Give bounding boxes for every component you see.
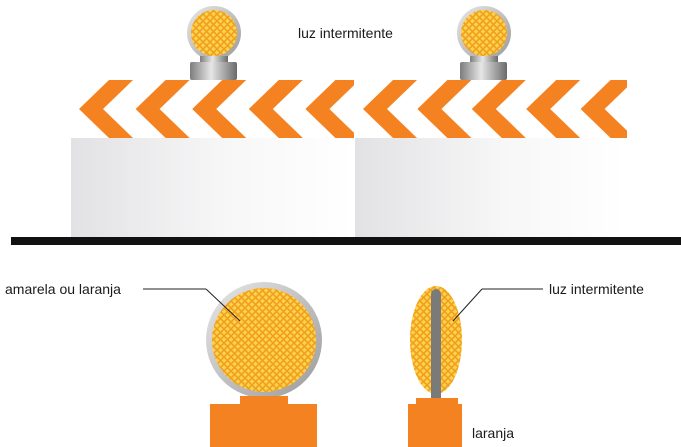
label-lens-color: amarela ou laranja [5,281,121,297]
label-side-flashing-light: luz intermitente [549,281,644,297]
lens-side-detail [408,286,543,447]
chevron-left-icon [526,80,581,138]
chevron-left-icon [248,80,303,138]
side-base [408,404,462,447]
chevron-left-icon [417,80,472,138]
chevron-stripe-left [71,80,354,138]
chevron-left-icon [580,80,627,138]
barricade-front-view [11,6,681,245]
ground-line [11,237,681,245]
chevron-left-icon [305,80,354,138]
warning-light-icon [187,6,241,80]
chevron-left-icon [471,80,526,138]
chevron-stripe-right [355,80,627,138]
chevron-left-icon [135,80,190,138]
chevron-left-icon [363,80,417,138]
chevron-left-icon [79,80,133,138]
chevron-left-icon [192,80,247,138]
lens-front-detail [143,282,322,447]
label-top-flashing-light: luz intermitente [298,25,393,41]
label-base-color: laranja [472,425,515,441]
warning-light-icon [457,6,511,80]
lens-base [210,404,317,447]
